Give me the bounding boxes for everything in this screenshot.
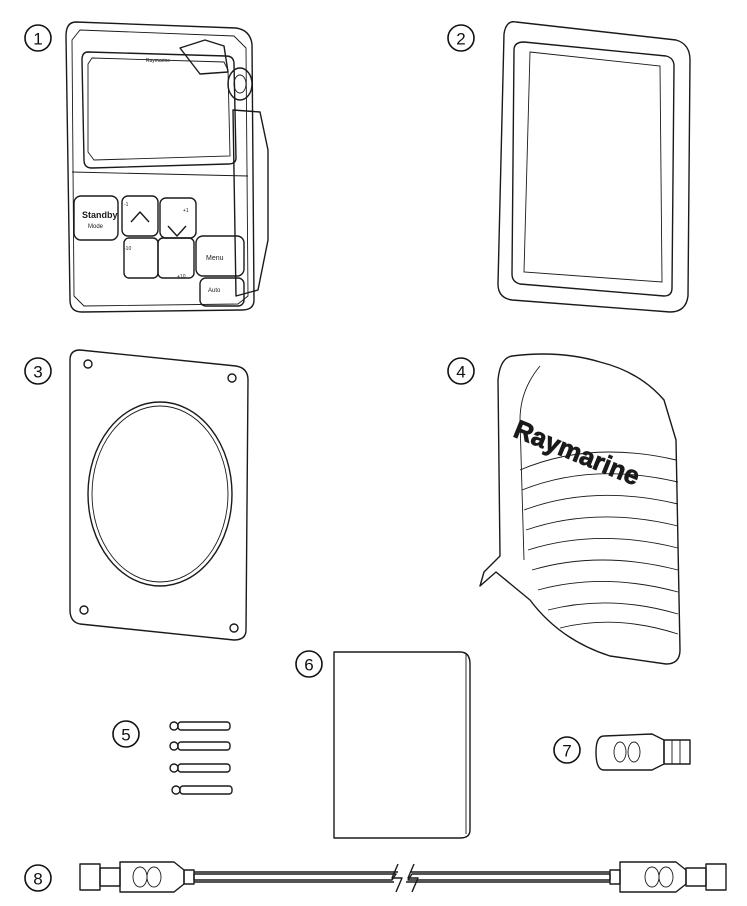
svg-text:5: 5 <box>121 726 130 745</box>
standby-key-label: Standby <box>82 210 118 220</box>
svg-text:8: 8 <box>33 870 42 889</box>
svg-text:4: 4 <box>456 363 465 382</box>
svg-text:6: 6 <box>304 656 313 675</box>
svg-text:1: 1 <box>33 30 42 49</box>
screw <box>169 741 231 751</box>
callout-6: 6 <box>295 650 323 678</box>
callout-7: 7 <box>553 736 581 764</box>
bezel-trim <box>497 21 691 313</box>
mounting-gasket <box>69 349 249 641</box>
callout-1: 1 <box>24 24 52 52</box>
minus-one-label: -1 <box>124 202 129 208</box>
svg-text:7: 7 <box>562 742 571 761</box>
mode-key-label: Mode <box>88 224 104 230</box>
plus-one-label: +1 <box>183 208 189 214</box>
callout-8: 8 <box>24 864 52 892</box>
screw <box>171 785 233 795</box>
svg-text:2: 2 <box>456 30 465 49</box>
plus-ten-label: +10 <box>177 274 186 280</box>
callout-5: 5 <box>112 720 140 748</box>
screw <box>169 721 231 731</box>
pilot-controller: Raymarine Standby Mode Menu Auto -1 +1 -… <box>65 21 269 313</box>
callout-4: 4 <box>447 357 475 385</box>
sun-cover-ribs <box>519 451 679 635</box>
fixing-screws <box>169 721 233 795</box>
blanking-cap <box>595 733 691 771</box>
svg-text:3: 3 <box>33 363 42 382</box>
documentation-booklet <box>333 651 471 839</box>
minus-ten-label: -10 <box>124 246 131 252</box>
auto-key-label: Auto <box>208 288 221 294</box>
screw <box>169 763 231 773</box>
callout-2: 2 <box>447 24 475 52</box>
device-brand-text: Raymarine <box>146 58 170 64</box>
callout-3: 3 <box>24 357 52 385</box>
menu-key-label: Menu <box>206 255 224 262</box>
sun-cover: Raymarine <box>479 353 681 665</box>
spur-cable <box>79 861 727 893</box>
